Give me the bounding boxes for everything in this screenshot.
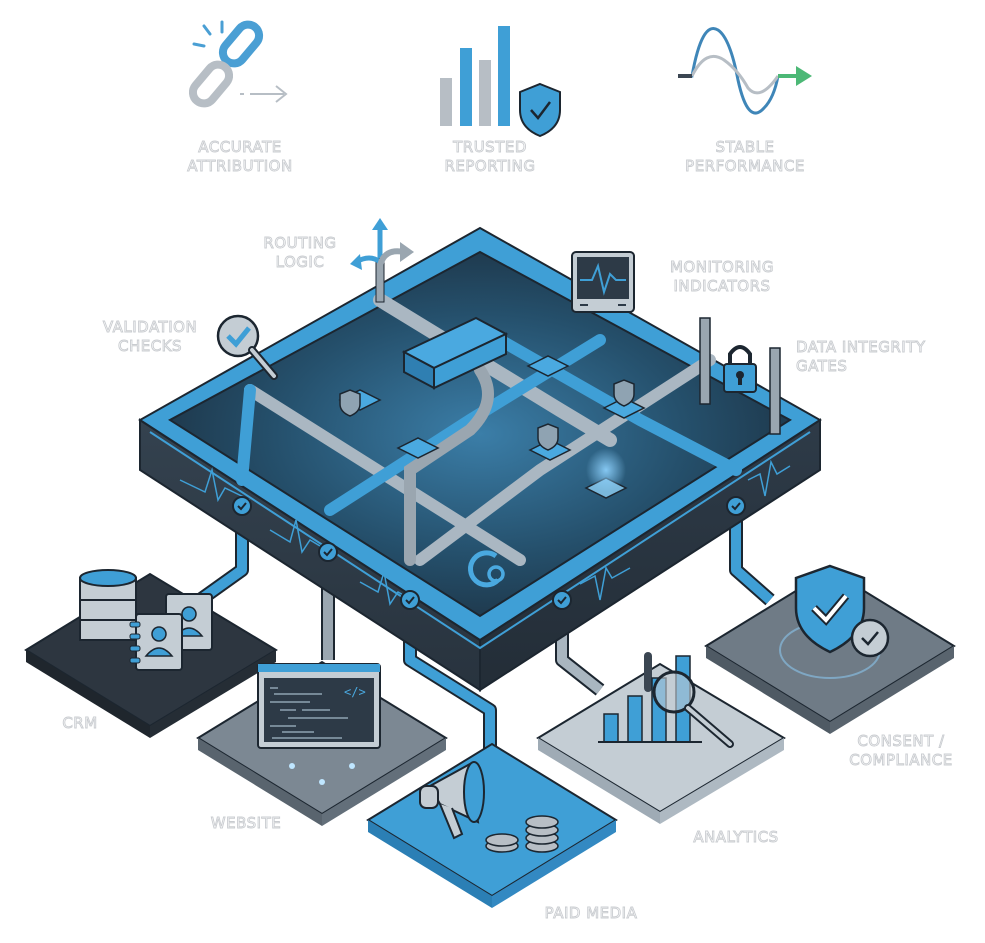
megaphone-coins-icon [419,761,559,853]
source-platform-consent-compliance [704,564,956,734]
shield-check-badge-icon [794,564,890,658]
source-label-crm: CRM [62,714,98,733]
feature-label-data-integrity-gates: DATA INTEGRITY GATES [796,338,926,376]
chart-magnifier-icon [598,652,734,748]
feature-label-validation-checks: VALIDATION CHECKS [102,318,198,356]
benefit-label-accurate-attribution: ACCURATE ATTRIBUTION [187,138,293,176]
feature-label-monitoring-indicators: MONITORING INDICATORS [669,258,775,296]
central-platform [138,226,822,692]
bar-chart-shield-icon [440,26,561,138]
source-platform-crm [24,569,278,738]
stabilizing-wave-icon [678,27,812,115]
routing-arrows-icon [350,218,414,303]
database-contacts-icon [79,569,213,671]
benefit-label-trusted-reporting: TRUSTED REPORTING [444,138,536,176]
benefit-label-stable-performance: STABLE PERFORMANCE [685,138,805,176]
broken-link-icon [188,20,288,108]
padlock-gate-icon [699,317,781,435]
shield-check-icon [339,379,635,451]
svg-text:</>: </> [344,685,366,699]
feature-label-routing-logic: ROUTING LOGIC [263,234,337,272]
source-platform-analytics [536,652,786,824]
source-label-analytics: ANALYTICS [693,828,779,847]
brand-logo-icon [468,550,505,588]
magnifier-check-icon [216,314,278,380]
source-platform-paid-media [366,742,618,908]
source-label-website: WEBSITE [210,814,282,833]
pipe-check-badges [232,496,746,610]
code-window-icon: </> [257,663,381,749]
source-label-paid-media: PAID MEDIA [544,904,638,923]
source-platform-website: </> [196,660,448,826]
monitor-pulse-icon [571,251,635,313]
source-label-consent-compliance: CONSENT / COMPLIANCE [849,732,953,770]
